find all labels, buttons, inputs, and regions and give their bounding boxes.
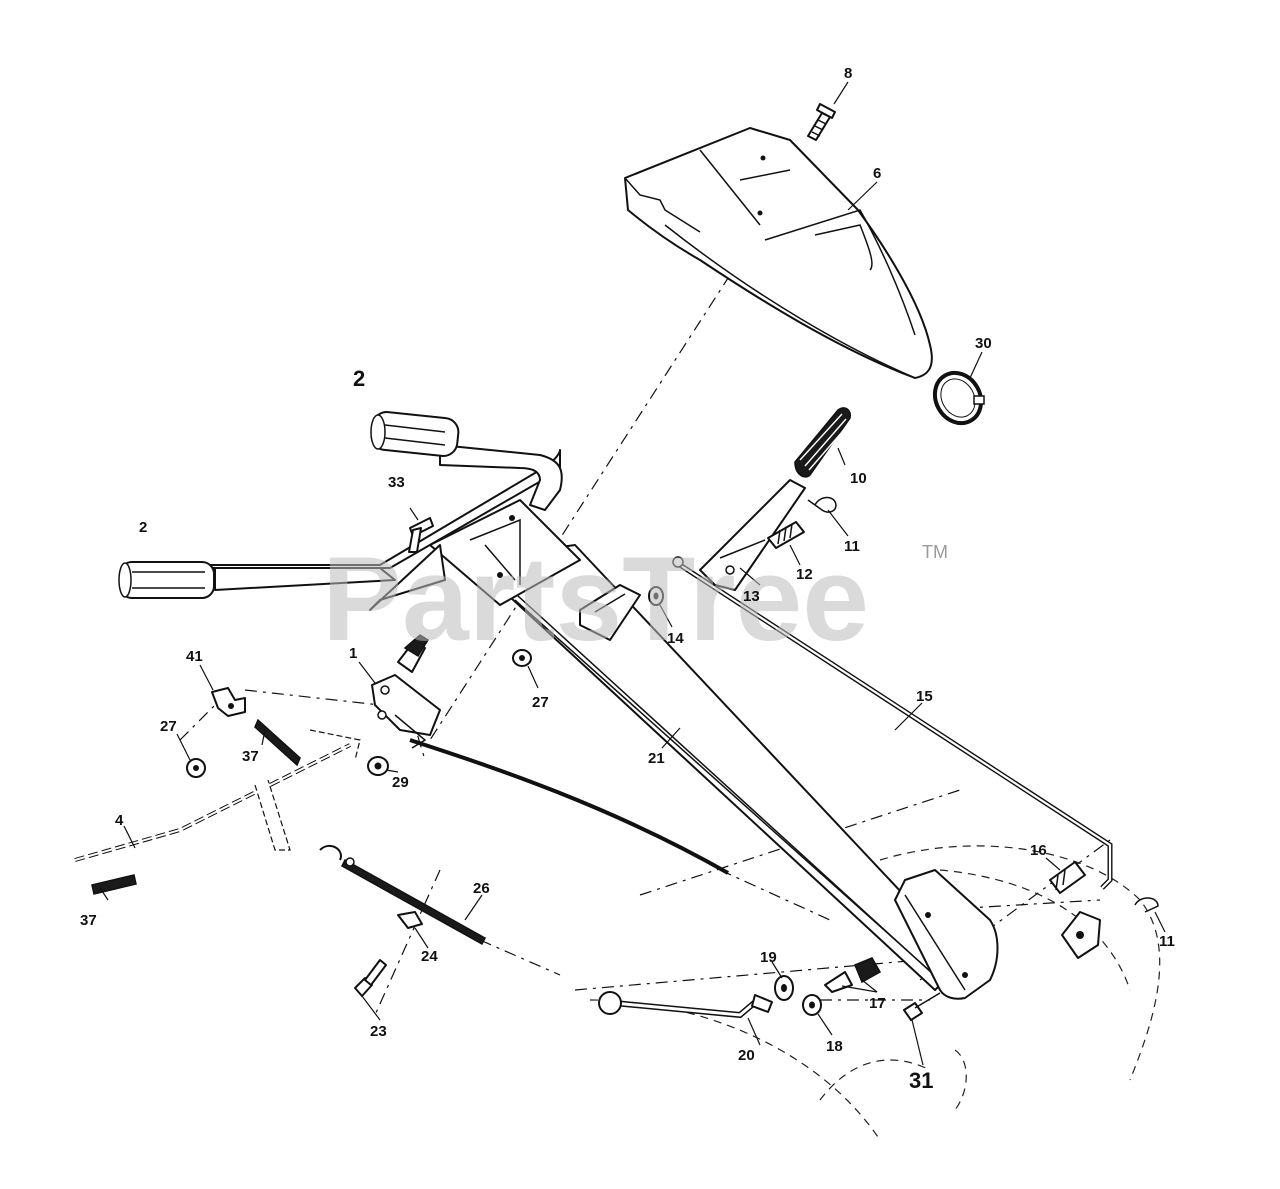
callout-11-lower: 11 <box>1159 933 1175 950</box>
control-rod-part[interactable] <box>672 556 1113 890</box>
throttle-control-part[interactable] <box>371 634 441 749</box>
washer-14-part[interactable] <box>648 586 664 606</box>
lever-grip-part[interactable] <box>794 407 852 478</box>
callout-8: 8 <box>844 65 852 82</box>
bolt-31-part[interactable] <box>903 992 941 1021</box>
bolt-part[interactable] <box>807 103 836 141</box>
callout-37-lower: 37 <box>80 912 97 929</box>
throttle-cable-part[interactable] <box>409 738 729 875</box>
grip-upper-part[interactable] <box>370 410 460 458</box>
clip-24-part[interactable] <box>397 911 423 929</box>
callout-33: 33 <box>388 474 405 491</box>
clip-upper-part[interactable] <box>807 496 837 513</box>
nut-27-lower-part[interactable] <box>186 758 206 778</box>
retaining-ring-part[interactable] <box>926 364 990 431</box>
callout-26: 26 <box>473 880 490 897</box>
callout-6: 6 <box>873 165 881 182</box>
callout-23: 23 <box>370 1023 387 1040</box>
callout-27-right: 27 <box>532 694 549 711</box>
callout-15: 15 <box>916 688 933 705</box>
detent-17-part[interactable] <box>824 957 882 993</box>
washer-18-part[interactable] <box>802 994 822 1016</box>
callout-2-lower: 2 <box>139 519 147 536</box>
callout-37-upper: 37 <box>242 748 259 765</box>
callout-16: 16 <box>1030 842 1047 859</box>
callout-17: 17 <box>869 995 886 1012</box>
callout-14: 14 <box>667 630 684 647</box>
handlebar-part[interactable] <box>209 444 581 611</box>
callout-30: 30 <box>975 335 992 352</box>
callout-11-upper: 11 <box>844 538 860 555</box>
callout-41: 41 <box>186 648 203 665</box>
callout-19: 19 <box>760 949 777 966</box>
spring-26-part[interactable] <box>319 844 486 946</box>
watermark-trademark: TM <box>922 542 948 562</box>
clip-lower-part[interactable] <box>1134 897 1159 913</box>
nut-27-upper-part[interactable] <box>512 649 532 667</box>
callout-24: 24 <box>421 948 438 965</box>
callout-31: 31 <box>909 1068 933 1093</box>
spring-37-lower-part[interactable] <box>91 874 137 895</box>
callout-1: 1 <box>349 645 357 662</box>
callout-29: 29 <box>392 774 409 791</box>
callout-12: 12 <box>796 566 813 583</box>
bolt-23-part[interactable] <box>354 959 387 997</box>
clip-41-part[interactable] <box>211 687 246 717</box>
callout-27-left: 27 <box>160 718 177 735</box>
bolt-33-part[interactable] <box>408 517 434 553</box>
shift-lever-part[interactable] <box>598 991 773 1019</box>
bolt-16-part[interactable] <box>1049 861 1086 894</box>
washer-19-part[interactable] <box>774 975 794 1001</box>
callout-20: 20 <box>738 1047 755 1064</box>
bolt-12-part[interactable] <box>767 521 805 549</box>
callout-13: 13 <box>743 588 760 605</box>
nut-29-part[interactable] <box>367 756 389 776</box>
watermark: PartsTree TM <box>322 532 948 666</box>
callout-labels: 8 6 30 2 2 33 10 11 12 13 14 41 1 27 27 … <box>80 65 1175 1093</box>
callout-2-upper: 2 <box>353 366 365 391</box>
leader-lines <box>99 81 1166 1066</box>
watermark-text: PartsTree <box>322 532 869 666</box>
grip-lower-part[interactable] <box>118 561 215 599</box>
top-cover-part[interactable] <box>624 127 933 379</box>
control-block-part[interactable] <box>894 869 999 1000</box>
callout-10: 10 <box>850 470 867 487</box>
spring-37-upper-part[interactable] <box>254 718 301 767</box>
rod-assembly-part[interactable] <box>74 729 361 862</box>
callout-18: 18 <box>826 1038 843 1055</box>
pivot-bracket-part[interactable] <box>1061 911 1101 959</box>
callout-4: 4 <box>115 812 124 829</box>
callout-21: 21 <box>648 750 665 767</box>
